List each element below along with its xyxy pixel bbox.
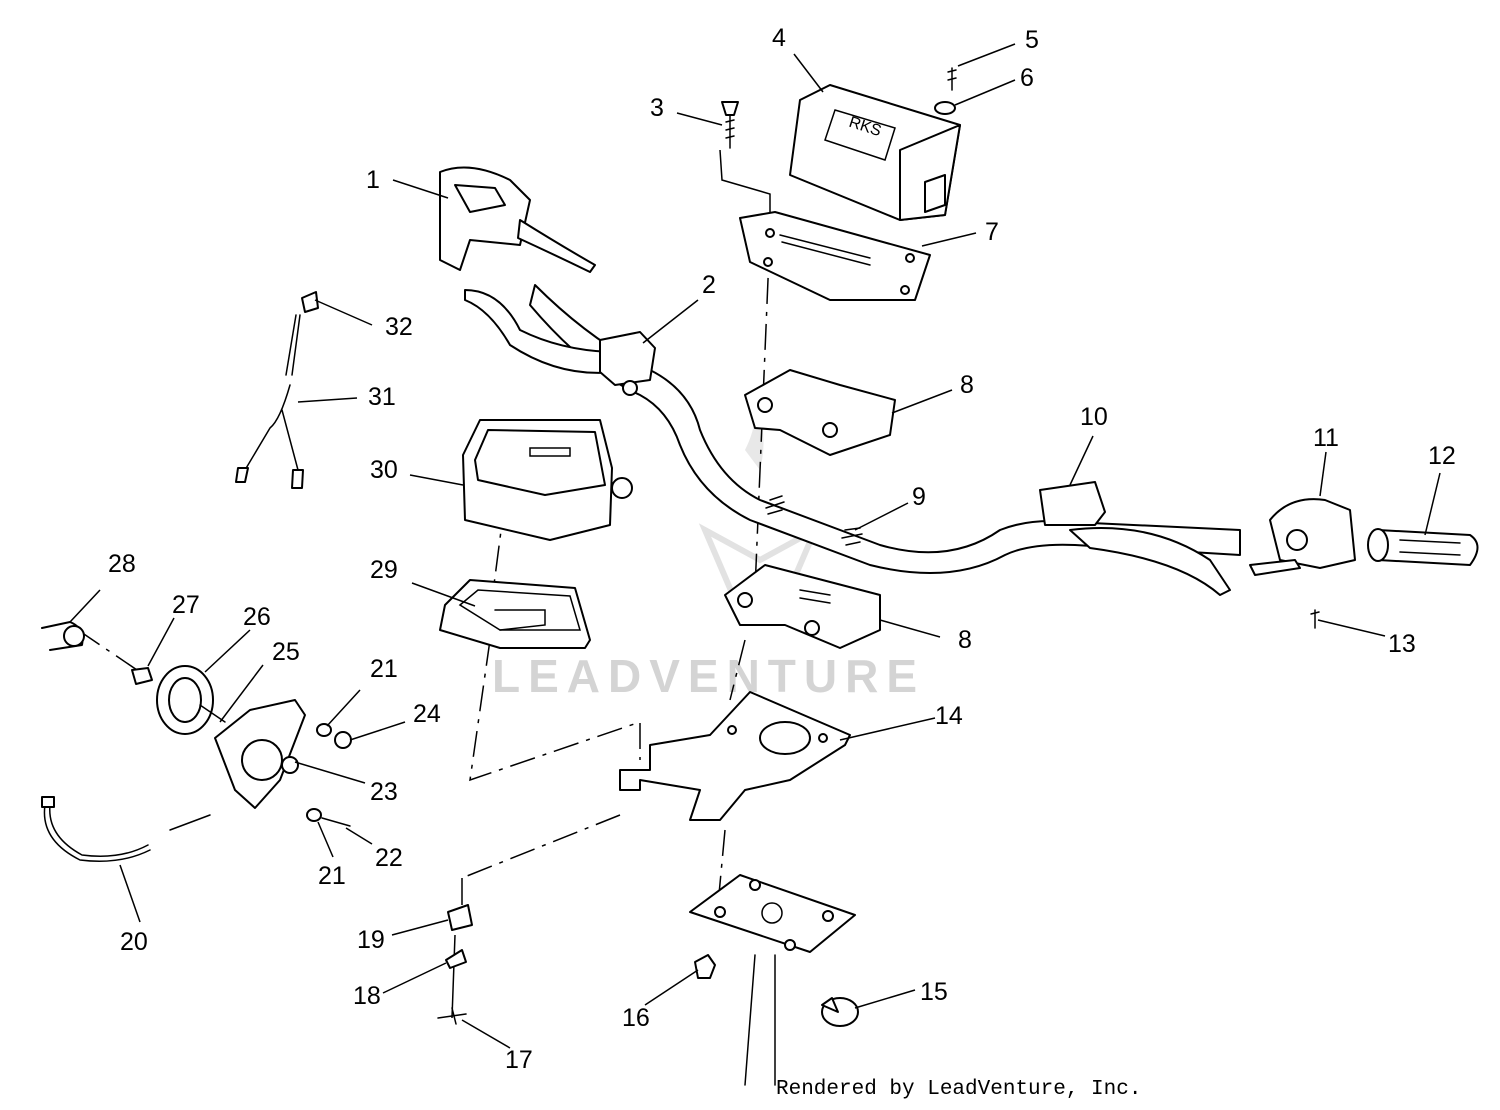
callout-13: 13 (1388, 630, 1416, 658)
callouts: 1 2 3 4 5 6 7 8 8 9 10 11 12 13 14 15 16… (108, 24, 1456, 1074)
callout-8-upper: 8 (960, 371, 974, 399)
drive-plate-23 (214, 699, 306, 809)
leader-lines (69, 43, 1441, 1049)
clip-19 (447, 904, 473, 931)
hand-grip (1367, 528, 1479, 566)
callout-14: 14 (935, 702, 963, 730)
callout-18: 18 (353, 982, 381, 1010)
render-credit: Rendered by LeadVenture, Inc. (776, 1078, 1142, 1101)
callout-8-lower: 8 (958, 626, 972, 654)
callout-31: 31 (368, 383, 396, 411)
tie-17 (437, 1007, 467, 1025)
callout-29: 29 (370, 556, 398, 584)
callout-26: 26 (243, 603, 271, 631)
stem-plate (689, 874, 856, 1086)
bolt-27 (131, 667, 153, 685)
callout-7: 7 (985, 218, 999, 246)
callout-1: 1 (366, 166, 380, 194)
callout-10: 10 (1080, 403, 1108, 431)
ring-26 (156, 665, 214, 735)
hose-20 (41, 796, 151, 862)
callout-16: 16 (622, 1004, 650, 1032)
callout-9: 9 (912, 483, 926, 511)
speedometer-boot (439, 579, 591, 649)
sensor-tube-28 (41, 621, 85, 651)
clamp-upper (744, 369, 896, 456)
callout-27: 27 (172, 591, 200, 619)
bolt-left (169, 814, 211, 831)
clip-18 (445, 949, 467, 969)
callout-11: 11 (1313, 424, 1339, 452)
nut-21-lower (306, 808, 322, 822)
callout-4: 4 (772, 24, 786, 52)
watermark-text: LEADVENTURE (492, 650, 925, 702)
clamp-15 (821, 997, 859, 1027)
nut-24 (334, 731, 352, 749)
watermark: LEADVENTURE (492, 400, 925, 702)
bolt-22 (321, 817, 351, 827)
callout-3: 3 (650, 94, 664, 122)
callout-21-upper: 21 (370, 655, 398, 683)
callout-24: 24 (413, 700, 441, 728)
callout-23: 23 (370, 778, 398, 806)
mount-bracket-14 (619, 691, 851, 821)
callout-19: 19 (357, 926, 385, 954)
callout-20: 20 (120, 928, 148, 956)
handlebar-cover: RKS (721, 67, 961, 221)
speedo-cable (235, 291, 319, 489)
brake-switch (1039, 481, 1231, 596)
clamp-lower (724, 564, 881, 649)
callout-12: 12 (1428, 442, 1456, 470)
pin-25 (199, 704, 226, 723)
callout-25: 25 (272, 638, 300, 666)
assembly-lines (77, 149, 771, 1019)
callout-32: 32 (385, 313, 413, 341)
left-brake-lever (439, 166, 656, 396)
callout-21-lower: 21 (318, 862, 346, 890)
callout-30: 30 (370, 456, 398, 484)
speedometer (462, 419, 633, 541)
callout-15: 15 (920, 978, 948, 1006)
screw-13 (1310, 609, 1320, 629)
throttle-housing (1249, 498, 1356, 576)
callout-28: 28 (108, 550, 136, 578)
callout-17: 17 (505, 1046, 533, 1074)
callout-22: 22 (375, 844, 403, 872)
nut-16 (694, 954, 716, 979)
nut-21-upper (316, 723, 332, 737)
callout-2: 2 (702, 271, 716, 299)
mount-plate (739, 211, 931, 301)
callout-6: 6 (1020, 64, 1034, 92)
callout-5: 5 (1025, 26, 1039, 54)
